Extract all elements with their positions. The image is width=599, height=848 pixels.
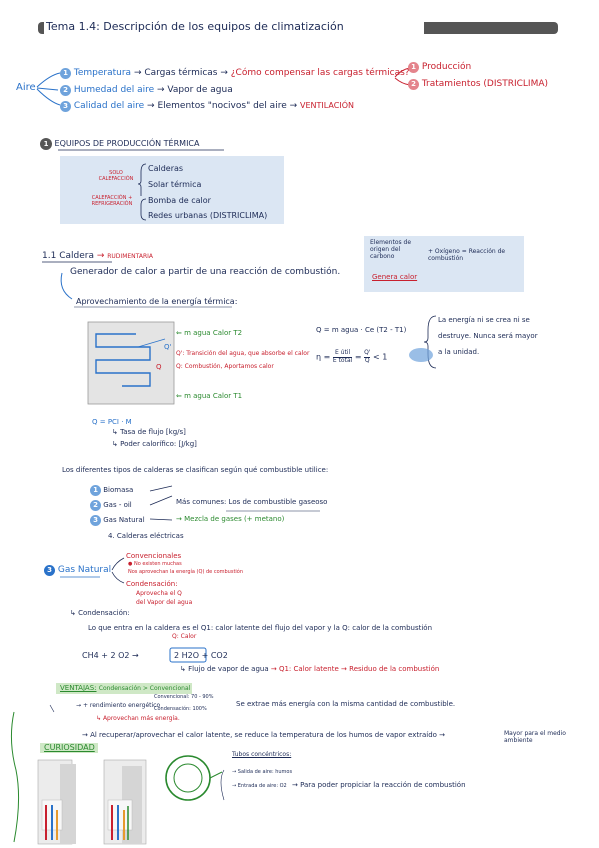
tubo-2: → Entrada de aire: O2 (232, 783, 287, 789)
pci-2: ↳ Poder calorífico: [J/kg] (112, 440, 197, 448)
tipo-2: 2 Gas - oil (90, 500, 132, 511)
tube-circle (165, 755, 211, 801)
energy-note-2: destruye. Nunca será mayor (438, 332, 538, 340)
diagram-q: Q: Combustión, Aportamos calor (176, 363, 274, 370)
aire-item-name: Humedad del aire (73, 85, 155, 95)
condensacion-label: Condensación: (126, 580, 178, 588)
energy-note-3: a la unidad. (438, 348, 480, 356)
reaction-right: 2 H2O + CO2 (174, 651, 228, 660)
cond-title: ↳ Condensación: (70, 609, 130, 617)
ventajas-heading: VENTAJAS: Condensación > Convencional (60, 684, 191, 692)
ventajas-recuperar: → Al recuperar/aprovechar el calor laten… (82, 731, 446, 739)
cond-text: Lo que entra en la caldera es el Q1: cal… (88, 624, 433, 632)
tipo-3: 3 Gas Natural (90, 515, 145, 526)
curiosidad-highlight (40, 743, 98, 753)
diagram-qprime-symbol: Q' (164, 343, 172, 351)
note-line-1: Elementos de origen del carbono (370, 239, 412, 260)
gas-natural-heading: 3 Gas Natural (44, 565, 111, 576)
tipo-1: 1 Biomasa (90, 485, 133, 496)
diagram-in: ⇐ m agua Calor T1 (176, 392, 243, 400)
aire-item-question: ¿Cómo compensar las cargas térmicas? (230, 68, 410, 78)
tubo-2-result: → Para poder propiciar la reacción de co… (292, 781, 466, 789)
number-badge: 2 (60, 85, 71, 96)
ventajas-recuperar-tail: Mayor para el medio ambiente (504, 730, 566, 744)
energy-note-1: La energía ni se crea ni se (438, 316, 530, 324)
tubo-1: → Salida de aire: humos (232, 769, 293, 775)
caldera-sub: Aprovechamiento de la energía térmica: (76, 297, 238, 306)
mezcla-gases: → Mezcla de gases (+ metano) (176, 515, 285, 523)
caldera-description: Generador de calor a partir de una reacc… (70, 267, 341, 277)
diagram-q-symbol: Q (156, 363, 162, 371)
page-title: Tema 1.4: Descripción de los equipos de … (46, 20, 344, 33)
aire-item-name: Calidad del aire (73, 101, 145, 111)
section1-item-1: Calderas (148, 164, 184, 173)
compensar-1: 1 Producción (408, 62, 471, 73)
flujo: ↳ Flujo de vapor de agua → Q1: Calor lat… (180, 665, 440, 673)
boiler-illustration (37, 759, 147, 845)
aire-item-value: Cargas térmicas (144, 68, 218, 78)
section1-item-4: Redes urbanas (DISTRICLIMA) (148, 211, 268, 220)
ventajas-rend-text: Se extrae más energía con la misma canti… (236, 700, 456, 708)
ventajas-cond: Condensación: 100% (154, 706, 207, 712)
tipos-intro: Los diferentes tipos de calderas se clas… (62, 466, 329, 474)
conv-2: Nos aprovechan la energía (Q) de combust… (128, 569, 244, 575)
aire-item-name: Temperatura (73, 68, 132, 78)
section1-box (60, 156, 284, 224)
compensar-2: 2 Tratamientos (DISTRICLIMA) (408, 79, 548, 90)
aire-item-2: 2 Humedad del aire → Vapor de agua (60, 85, 233, 96)
number-badge: 1 (60, 68, 71, 79)
ventajas-conv: Convencional: 70 - 90% (154, 694, 214, 700)
section1-item-2: Solar térmica (148, 180, 202, 189)
aire-item-1: 1 Temperatura → Cargas térmicas → ¿Cómo … (60, 68, 410, 79)
formula-1: Q = m agua · Ce (T2 - T1) (316, 326, 407, 334)
note-line-2: + Oxígeno = Reacción de combustión (428, 248, 506, 262)
section1-heading: 1 EQUIPOS DE PRODUCCIÓN TÉRMICA (40, 138, 199, 150)
cond-1: Aprovecha el Q (136, 590, 182, 597)
ventajas-aprove: ↳ Aprovechan más energía. (96, 715, 180, 722)
tubos-title: Tubos concéntricos: (232, 751, 292, 758)
solo-calefaccion-label: SOLO CALEFACCIÓN (98, 170, 134, 182)
pci-1: ↳ Tasa de flujo [kg/s] (112, 428, 186, 436)
diagram-qprime: Q': Transición del agua, que absorbe el … (176, 350, 310, 357)
formula-2: η = E útil E total = Q' Q < 1 (316, 349, 388, 364)
conv-1: ● No existen muchas (128, 561, 182, 567)
note-box (364, 236, 524, 292)
q-calor: Q: Calor (172, 633, 197, 640)
reaction-left: CH4 + 2 O2 → (82, 651, 139, 660)
aire-item-result: VENTILACIÓN (300, 101, 354, 110)
number-badge: 3 (60, 101, 71, 112)
section1-item-3: Bomba de calor (148, 196, 211, 205)
ventajas-highlight (56, 683, 192, 694)
calef-refrig-label: CALEFACCIÓN + REFRIGERACIÓN (91, 195, 133, 207)
curiosidad-heading: CURIOSIDAD (44, 743, 95, 752)
ventajas-rend: → + rendimiento energético (76, 702, 161, 709)
cond-2: del Vapor del agua (136, 599, 193, 606)
aire-item-value: Vapor de agua (167, 85, 233, 95)
boiler-diagram (87, 321, 175, 405)
aire-item-3: 3 Calidad del aire → Elementos "nocivos"… (60, 101, 354, 112)
tipo-4: 4. Calderas eléctricas (108, 532, 184, 540)
convencionales: Convencionales (126, 552, 182, 560)
mas-comunes: Más comunes: Los de combustible gaseoso (176, 498, 328, 506)
aire-item-value: Elementos "nocivos" del aire (157, 101, 287, 111)
aire-label: Aire (16, 82, 36, 93)
note-result: Genera calor (372, 273, 418, 281)
diagram-out: ⇐ m agua Calor T2 (176, 329, 243, 337)
caldera-heading: 1.1 Caldera → RUDIMENTARIA (42, 251, 154, 261)
pci-formula: Q = PCI · M (92, 418, 132, 426)
